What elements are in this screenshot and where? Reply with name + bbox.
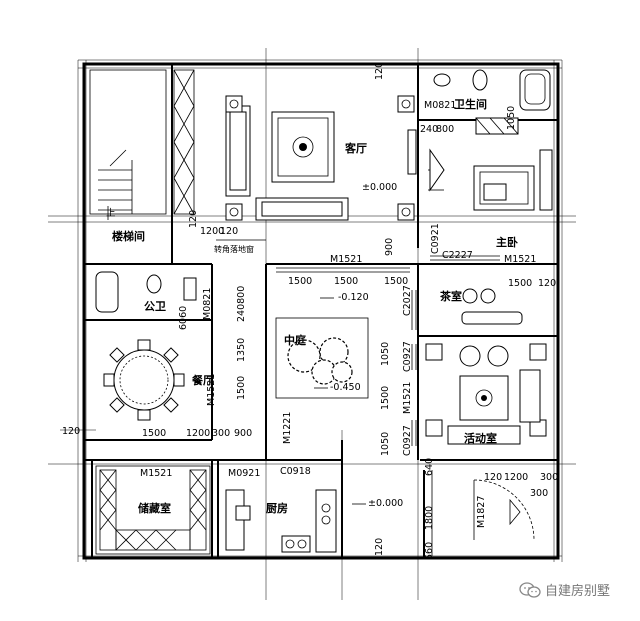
dim-120-bottom: 120 — [374, 538, 385, 556]
dim-120-top: 120 — [374, 62, 385, 80]
dim-6060: 6060 — [178, 306, 189, 330]
label-kitchen: 厨房 — [266, 501, 288, 515]
dim-120-r2: 120 — [484, 472, 502, 483]
wechat-icon — [519, 581, 541, 598]
dim-240800: 240800 — [236, 286, 247, 322]
label-activity: 活动室 — [464, 431, 497, 445]
stair — [89, 69, 167, 220]
code-m1521-top: M1521 — [330, 254, 362, 265]
tea-room-furniture — [461, 288, 523, 325]
dim-1500-v2: 1500 — [380, 386, 391, 410]
code-m1521-storage: M1521 — [140, 468, 172, 479]
label-storage: 储藏室 — [138, 501, 171, 515]
dim-300-r2: 300 — [530, 488, 548, 499]
interior-walls — [84, 64, 558, 558]
dim-1050-v3: 1050 — [380, 432, 391, 456]
dim-560: 560 — [424, 542, 435, 560]
dim-120-left: 120 — [62, 426, 80, 437]
code-c0927-a: C0927 — [402, 341, 413, 372]
dimension-labels: 120 240 800 1050 120 1200 120 900 1500 1… — [62, 62, 558, 560]
label-living: 客厅 — [344, 141, 367, 155]
dim-900-a: 900 — [384, 238, 395, 256]
activity-room-furniture — [425, 343, 547, 445]
dim-1500-bot: 1500 — [142, 428, 166, 439]
dim-900-bot: 900 — [234, 428, 252, 439]
windows — [216, 239, 500, 446]
code-m0821-wc: M0821 — [202, 288, 213, 320]
dim-1500-right: 1500 — [508, 278, 532, 289]
dim-640: 640 — [424, 458, 435, 476]
label-stair-up: 上 — [106, 208, 116, 219]
dim-1800: 1800 — [424, 506, 435, 530]
dim-800: 800 — [436, 124, 454, 135]
code-m0821: M0821 — [424, 100, 456, 111]
dim-1500-v: 1500 — [236, 376, 247, 400]
code-c0918: C0918 — [280, 466, 311, 477]
dim-1500-c: 1500 — [384, 276, 408, 287]
label-master-bed: 主卧 — [496, 235, 518, 249]
code-m1221: M1221 — [282, 412, 293, 444]
cabinet-stair — [173, 69, 195, 215]
dim-300-r: 300 — [540, 472, 558, 483]
level-marks: ±0.000 -0.120 -0.450 ±0.000 — [314, 182, 403, 509]
dim-120-b: 120 — [220, 226, 238, 237]
opening-codes: M0821 M1521 M1521 C0921 C2227 M0821 C202… — [140, 100, 536, 528]
label-court: 中庭 — [284, 333, 306, 347]
label-stair: 楼梯间 — [112, 229, 145, 243]
storage-shelves — [95, 465, 211, 555]
entry — [431, 470, 535, 556]
dim-120-a: 120 — [188, 210, 199, 228]
code-c0927-b: C0927 — [402, 425, 413, 456]
level-living: ±0.000 — [362, 182, 397, 193]
label-corner-window: 转角落地窗 — [214, 244, 254, 254]
dim-1500-a: 1500 — [288, 276, 312, 287]
dim-1200-bot: 1200 — [186, 428, 210, 439]
label-dining: 餐厅 — [191, 373, 214, 387]
dim-1050-top: 1050 — [506, 106, 517, 130]
dim-1200-a: 1200 — [200, 226, 224, 237]
exterior-walls — [82, 62, 560, 560]
public-wc-fixtures — [95, 271, 197, 313]
level-entry: ±0.000 — [368, 498, 403, 509]
label-bath-master: 卫生间 — [454, 97, 487, 111]
court-tree — [275, 317, 369, 399]
watermark: 自建房别墅 — [519, 580, 610, 599]
code-m0921: M0921 — [228, 468, 260, 479]
label-tea: 茶室 — [439, 289, 462, 303]
code-c0921: C0921 — [430, 223, 441, 254]
dim-1050-v: 1050 — [380, 342, 391, 366]
dim-240: 240 — [420, 124, 438, 135]
code-m1827: M1827 — [476, 496, 487, 528]
master-bath-fixtures — [433, 69, 551, 135]
code-m1521-dining: M1521 — [206, 374, 217, 406]
living-room-furniture — [225, 95, 417, 221]
code-c2227: C2227 — [442, 250, 473, 261]
code-m1521-bed: M1521 — [504, 254, 536, 265]
master-bed — [428, 148, 553, 211]
code-m1521-court: M1521 — [402, 382, 413, 414]
level-court-upper: -0.120 — [338, 292, 369, 303]
dim-1200-r2: 1200 — [504, 472, 528, 483]
code-c2027: C2027 — [402, 285, 413, 316]
dim-120-right: 120 — [538, 278, 556, 289]
watermark-text: 自建房别墅 — [544, 584, 610, 599]
room-labels: 客厅 卫生间 楼梯间 主卧 公卫 茶室 中庭 餐厅 活动室 储藏室 厨房 转角落… — [106, 97, 518, 515]
label-public-wc: 公卫 — [144, 300, 166, 313]
dining-table — [103, 339, 185, 421]
dim-300: 300 — [212, 428, 230, 439]
level-court-lower: -0.450 — [330, 382, 361, 393]
kitchen-counter — [225, 489, 337, 553]
dim-1500-b: 1500 — [334, 276, 358, 287]
dim-1350: 1350 — [236, 338, 247, 362]
